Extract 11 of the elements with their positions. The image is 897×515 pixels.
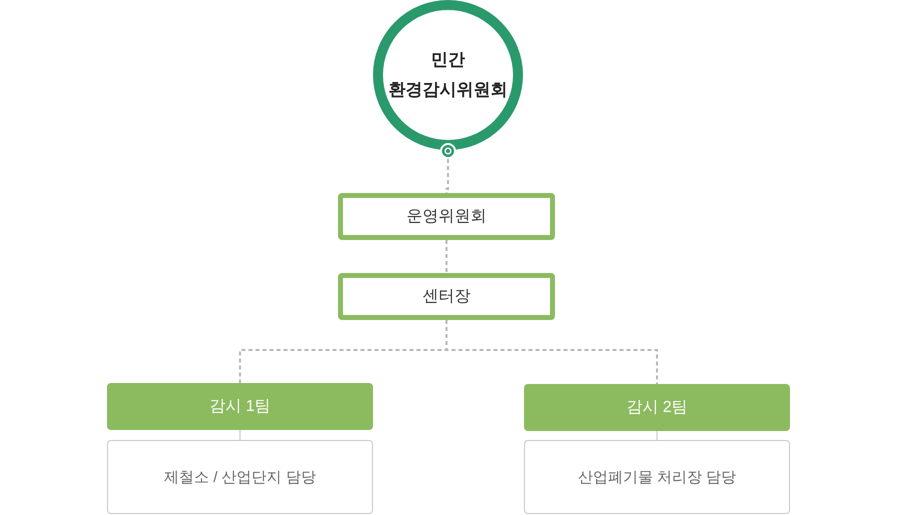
- team-header: 감시 1팀: [107, 383, 373, 430]
- duty-box: 제철소 / 산업단지 담당: [107, 440, 373, 514]
- team-header: 감시 2팀: [524, 384, 790, 431]
- duty-box: 산업폐기물 처리장 담당: [524, 440, 790, 514]
- org-box: 운영위원회: [338, 193, 555, 240]
- committee-circle: 민간 환경감시위원회: [373, 0, 523, 150]
- connector-line: [446, 159, 449, 193]
- connector-line: [446, 320, 658, 384]
- org-box: 센터장: [338, 273, 555, 320]
- connector-line: [656, 430, 658, 440]
- connector-line: [446, 240, 448, 273]
